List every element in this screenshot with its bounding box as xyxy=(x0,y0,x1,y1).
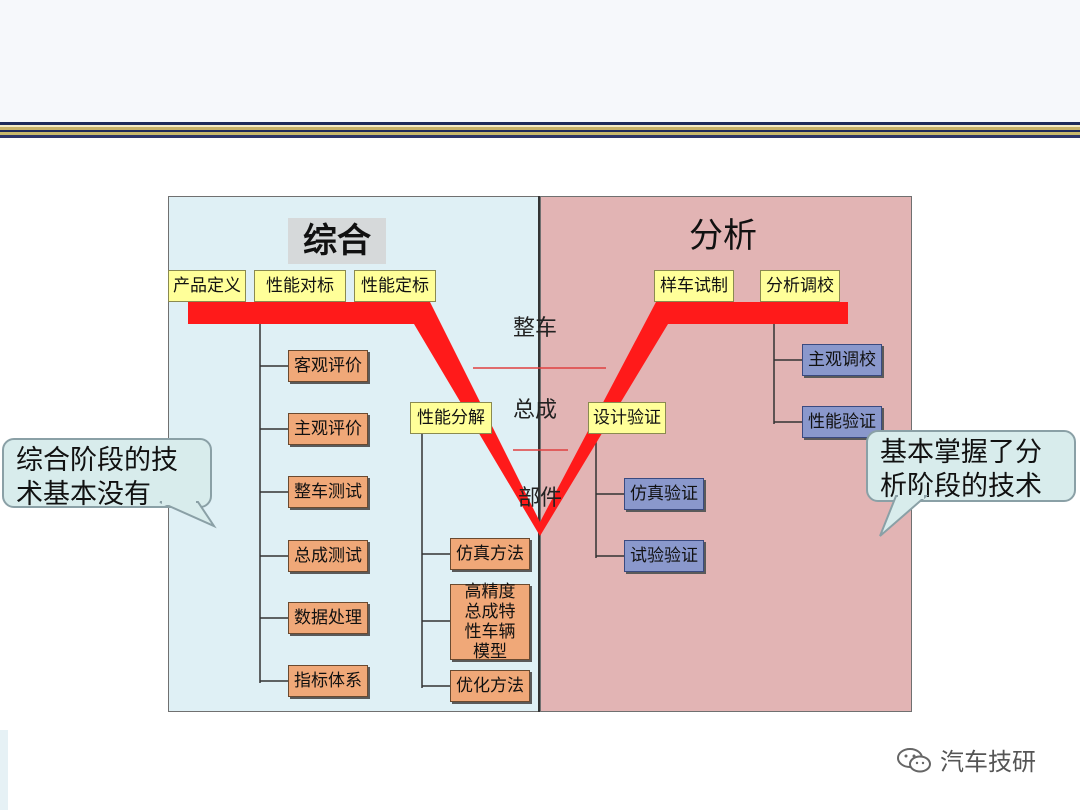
box-prototype: 样车试制 xyxy=(654,270,734,302)
box-simulation-verification: 仿真验证 xyxy=(624,478,704,510)
box-data-processing: 数据处理 xyxy=(288,602,368,634)
box-high-precision-model: 高精度总成特性车辆模型 xyxy=(450,582,530,662)
wechat-icon xyxy=(897,747,931,772)
box-vehicle-test: 整车测试 xyxy=(288,476,368,508)
stage-label-assembly: 总成 xyxy=(513,398,558,423)
box-assembly-test: 总成测试 xyxy=(288,540,368,572)
box-benchmark: 性能对标 xyxy=(254,270,346,302)
connector-lines xyxy=(188,302,848,688)
box-test-verification: 试验验证 xyxy=(624,540,704,572)
header-rule xyxy=(0,122,1080,138)
callout-right: 基本掌握了分 析阶段的技术 xyxy=(866,430,1076,502)
v-model-diagram: 综合 分析 整车 总成 部件 产品定义 性能对标 性能定标 样车试制 分析调校 … xyxy=(168,196,912,712)
panel-divider xyxy=(538,196,540,712)
box-simulation-method: 仿真方法 xyxy=(450,538,530,570)
box-objective-eval: 客观评价 xyxy=(288,350,368,382)
callout-left: 综合阶段的技 术基本没有 xyxy=(2,438,212,510)
watermark: 汽车技研 xyxy=(896,742,1036,777)
analysis-heading: 分析 xyxy=(689,216,757,256)
callout-right-line1: 基本掌握了分 xyxy=(880,437,1042,468)
synthesis-heading: 综合 xyxy=(288,218,386,264)
callout-right-tail xyxy=(879,495,929,537)
callout-left-line2: 术基本没有 xyxy=(16,479,151,510)
box-analysis-tuning: 分析调校 xyxy=(760,270,840,302)
box-index-system: 指标体系 xyxy=(288,665,368,697)
v-path xyxy=(188,302,848,536)
watermark-text: 汽车技研 xyxy=(940,748,1036,776)
box-design-verification: 设计验证 xyxy=(588,402,666,434)
box-product-definition: 产品定义 xyxy=(168,270,246,302)
box-decomposition: 性能分解 xyxy=(410,402,492,434)
box-subjective-eval: 主观评价 xyxy=(288,413,368,445)
slide-header-band xyxy=(0,0,1080,122)
stage-label-part: 部件 xyxy=(518,486,563,511)
footer-stripe xyxy=(0,730,8,810)
callout-left-line1: 综合阶段的技 xyxy=(16,445,178,476)
box-subjective-tuning: 主观调校 xyxy=(802,344,882,376)
stage-label-vehicle: 整车 xyxy=(513,316,558,341)
box-target-setting: 性能定标 xyxy=(354,270,436,302)
box-optimization-method: 优化方法 xyxy=(450,670,530,702)
callout-left-tail xyxy=(159,501,217,529)
